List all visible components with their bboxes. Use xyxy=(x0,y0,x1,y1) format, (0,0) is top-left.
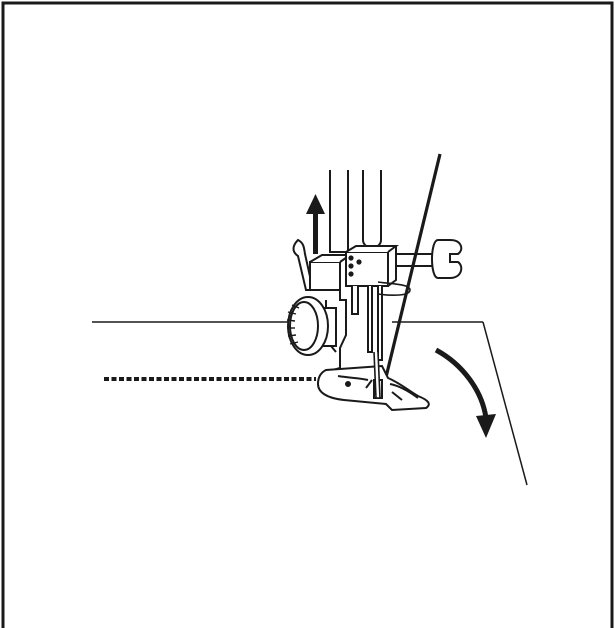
fabric-edge-lines xyxy=(92,321,528,486)
needle-clamp xyxy=(345,245,399,361)
presser-foot xyxy=(316,364,430,412)
thumb-screw xyxy=(286,296,337,356)
needle-thread xyxy=(378,153,442,403)
needle-bar xyxy=(329,170,349,253)
presser-bar xyxy=(362,170,382,249)
needle-tip xyxy=(373,351,381,399)
thread-loop xyxy=(377,281,411,296)
pivot-fabric-arrow xyxy=(434,347,496,438)
needle-clamp-screw xyxy=(395,239,463,279)
lift-arrow xyxy=(306,194,325,254)
